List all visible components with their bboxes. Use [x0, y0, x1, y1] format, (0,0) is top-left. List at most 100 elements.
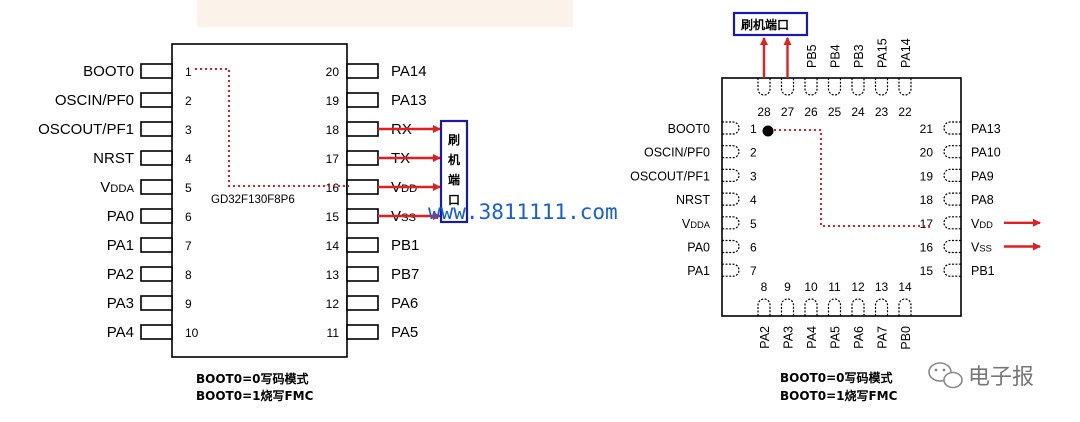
qfn-pin-num-7: 7: [750, 264, 757, 278]
qfn-pin-label-5: VDDA: [682, 217, 711, 231]
qfn-pin-label-15: PB1: [971, 264, 995, 278]
qfn-pin-label-19: PA9: [971, 169, 994, 183]
left-chip-pin-pad-4: [140, 150, 173, 166]
left-chip-pin-label-14: PB1: [391, 237, 419, 254]
qfn-pin-pad-1: [722, 121, 740, 135]
left-chip-pin-num-7: 7: [185, 239, 192, 253]
left-chip-pin-pad-2: [140, 92, 173, 108]
qfn-pin-num-10: 10: [804, 280, 818, 294]
qfn-pin-pad-22: [898, 78, 912, 96]
qfn-pin-pad-17: [943, 216, 961, 230]
qfn-pin-pad-10: [804, 298, 818, 316]
qfn-pin-num-13: 13: [875, 280, 889, 294]
left-chip-pin-num-4: 4: [185, 152, 192, 166]
qfn-pin-label-20: PA10: [971, 146, 1001, 160]
qfn-pin-num-26: 26: [804, 105, 818, 119]
qfn-pin-pad-15: [943, 263, 961, 277]
right-port-box: [732, 11, 809, 37]
left-chip-pin-label-12: PA6: [391, 295, 418, 312]
qfn-pin-label-21: PA13: [971, 122, 1001, 136]
qfn-pin-num-23: 23: [875, 105, 889, 119]
qfn-pin-pad-7: [722, 263, 740, 277]
qfn-pin-num-3: 3: [750, 169, 757, 183]
left-chip-pin-pad-1: [140, 63, 173, 79]
qfn-pin-num-18: 18: [920, 193, 934, 207]
left-chip-pin-label-20: PA14: [391, 63, 427, 80]
qfn-pin-label-3: OSCOUT/PF1: [630, 169, 710, 183]
qfn-pin-num-4: 4: [750, 193, 757, 207]
qfn-pin-pad-4: [722, 192, 740, 206]
qfn-pin-label-8: PA2: [758, 326, 772, 349]
qfn-pin-label-24: PB3: [852, 44, 866, 68]
qfn-pin-num-8: 8: [761, 280, 768, 294]
left-chip-pin-label-10: PA4: [107, 324, 134, 341]
left-chip-pin-pad-6: [140, 208, 173, 224]
qfn-pin-label-6: PA0: [687, 241, 710, 255]
qfn-pin-num-12: 12: [851, 280, 865, 294]
brand-name: 电子报: [968, 365, 1034, 390]
qfn-pin-num-19: 19: [920, 169, 934, 183]
left-chip-pin-pad-7: [140, 237, 173, 253]
qfn-pin-pad-21: [943, 121, 961, 135]
left-chip-pin-label-8: PA2: [107, 266, 134, 283]
brand-logo: 电子报: [928, 362, 1034, 390]
qfn-pin-pad-3: [722, 168, 740, 182]
qfn-pin-pad-25: [827, 78, 842, 96]
qfn-pin-label-23: PA15: [876, 38, 890, 68]
qfn-pin-pad-2: [722, 145, 740, 159]
left-chip-pin-num-5: 5: [185, 181, 192, 195]
left-chip-pin-pad-17: [346, 150, 379, 166]
qfn-pin-label-9: PA3: [782, 326, 796, 349]
left-chip-pin-num-19: 19: [326, 94, 340, 108]
left-chip-pin-pad-20: [346, 63, 379, 79]
left-note-boot0-1: BOOT0=1烧写FMC: [196, 388, 314, 403]
qfn-pin-pad-28: [757, 78, 771, 96]
qfn-pin-label-14: PB0: [899, 326, 913, 350]
right-port-label: 刷机端口: [741, 17, 789, 32]
left-chip-pin-pad-15: [346, 208, 379, 224]
qfn-pin-label-18: PA8: [971, 193, 994, 207]
wechat-icon: [928, 362, 963, 389]
left-chip-pin-label-9: PA3: [107, 295, 134, 312]
left-port-box: [439, 119, 469, 224]
qfn-pin-pad-23: [874, 78, 889, 96]
left-port-label-char: 刷: [448, 133, 460, 147]
left-chip-pin-num-2: 2: [185, 94, 192, 108]
left-chip-pin-num-12: 12: [326, 297, 340, 311]
left-port-label-char: 端: [448, 172, 460, 187]
right-note-boot0-0: BOOT0=0写码模式: [780, 370, 893, 385]
left-chip-pin-pad-5: [140, 179, 173, 195]
qfn-pin-pad-18: [943, 192, 961, 206]
watermark-text: www.3811111.com: [428, 200, 618, 224]
qfn-pin-pad-19: [943, 168, 961, 182]
left-note-boot0-0: BOOT0=0写码模式: [196, 371, 309, 386]
qfn-pin-label-22: PA14: [899, 38, 913, 68]
left-chip-pin-label-1: BOOT0: [83, 63, 134, 80]
top-strip: [197, 0, 573, 27]
left-chip-pin-num-20: 20: [326, 65, 340, 79]
right-note-boot0-1: BOOT0=1烧写FMC: [780, 388, 898, 403]
left-chip-pin-num-3: 3: [185, 123, 192, 137]
left-chip-pin-pad-3: [140, 121, 173, 137]
qfn-pin-num-1: 1: [750, 122, 757, 136]
qfn-pin-num-15: 15: [920, 264, 934, 278]
left-chip-pin-label-2: OSCIN/PF0: [55, 92, 134, 109]
qfn-pin-pad-12: [851, 298, 865, 316]
qfn-pin-num-11: 11: [828, 280, 841, 294]
left-chip-pin-num-11: 11: [327, 326, 340, 340]
qfn-pin-pad-26: [804, 78, 818, 96]
qfn-pin-pad-5: [722, 216, 740, 230]
qfn-pin-pad-9: [780, 298, 795, 316]
left-chip-pin-label-11: PA5: [391, 324, 418, 341]
left-chip-pin-num-13: 13: [326, 268, 340, 282]
left-chip-pin-num-8: 8: [185, 268, 192, 282]
qfn-pin-num-14: 14: [898, 280, 912, 294]
qfn-pin-num-21: 21: [920, 122, 934, 136]
qfn-pin-num-2: 2: [750, 146, 757, 160]
qfn-pin-label-1: BOOT0: [668, 122, 710, 136]
qfn-pin-num-24: 24: [851, 105, 865, 119]
qfn-pin-label-17: VDD: [971, 217, 993, 231]
left-chip-pin-label-7: PA1: [107, 237, 134, 254]
left-chip-pin-label-13: PB7: [391, 266, 419, 283]
